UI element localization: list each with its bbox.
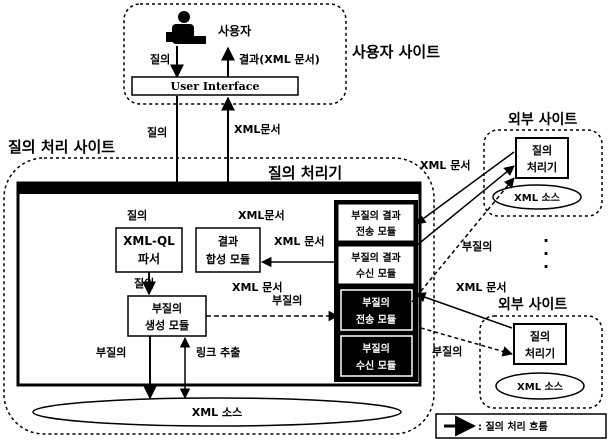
- query-label-parser: 질의: [127, 208, 147, 222]
- module-4-line2: 수신 모듈: [356, 359, 396, 372]
- module-3-line2: 전송 모듈: [356, 313, 396, 326]
- module-1-line1: 부질의 결과: [351, 209, 401, 222]
- processor-title-bar: [18, 183, 420, 194]
- user-interface-label: User Interface: [171, 80, 260, 93]
- ellipsis-dot-2: ·: [543, 244, 549, 263]
- query-processor-label: 질의 처리기: [268, 164, 342, 182]
- xml-source-ellipse: [32, 397, 402, 427]
- subquery-label-down: 부질의: [96, 345, 126, 359]
- result-recv-module: [337, 245, 415, 285]
- ellipsis-dot-1: ·: [543, 231, 549, 250]
- ext-processor-1-box: [515, 137, 569, 179]
- xml-source-label: XML 소스: [192, 406, 243, 419]
- subquery-send-module: [340, 289, 413, 331]
- user-site-region: [123, 3, 347, 105]
- ext-source-1-ellipse: [492, 184, 582, 210]
- edge-subquery-low: 부질의: [432, 344, 462, 358]
- ext-processor-2-line2: 처리기: [525, 346, 555, 360]
- xml-doc-label-synth: XML문서: [238, 208, 285, 222]
- module-3-line1: 부질의: [362, 296, 390, 309]
- xmlql-parser-line1: XML-QL: [123, 234, 175, 248]
- subquery-label-send: 부질의: [272, 293, 302, 307]
- user-site-label: 사용자 사이트: [352, 43, 440, 61]
- subquery-gen-line2: 생성 모듈: [145, 318, 189, 332]
- ext-site-1-region: [483, 129, 603, 217]
- xmlql-parser-box: [115, 227, 183, 273]
- query-site-label: 질의 처리 사이트: [8, 138, 115, 156]
- result-synth-box: [195, 227, 261, 273]
- ext-source-2-label: XML 소스: [517, 381, 563, 393]
- result-label-top: 결과(XML 문서): [239, 52, 320, 66]
- xml-doc-label-recv: XML 문서: [274, 234, 325, 248]
- xml-doc-label-gen: XML 문서: [232, 280, 283, 294]
- query-label-top: 질의: [150, 52, 170, 66]
- user-icon: [166, 11, 206, 44]
- module-1-line2: 전송 모듈: [356, 225, 396, 238]
- ext-source-1-label: XML 소스: [514, 192, 560, 204]
- ext-processor-2-line1: 질의: [530, 329, 550, 343]
- query-label-mid: 질의: [147, 125, 167, 139]
- ext-processor-1-line1: 질의: [532, 143, 552, 157]
- ext-site-1-label: 외부 사이트: [508, 111, 577, 128]
- result-synth-line1: 결과: [218, 234, 238, 248]
- ext-source-2-ellipse: [495, 372, 585, 400]
- ext-processor-1-line2: 처리기: [527, 160, 557, 174]
- query-site-region: [3, 157, 435, 435]
- result-synth-line2: 합성 모듈: [206, 252, 250, 266]
- ext-site-2-region: [479, 315, 603, 409]
- ext-site-2-label: 외부 사이트: [498, 296, 567, 313]
- ext-processor-2-box: [513, 323, 567, 365]
- result-send-module: [337, 203, 415, 242]
- xmlql-parser-line2: 파서: [138, 251, 160, 266]
- legend-label: : 질의 처리 흐름: [478, 420, 548, 433]
- module-2-line2: 수신 모듈: [356, 267, 396, 280]
- xml-doc-label-mid: XML문서: [234, 122, 281, 136]
- module-4-line1: 부질의: [362, 342, 390, 355]
- module-column: [334, 200, 418, 382]
- link-extract-label: 링크 추출: [196, 345, 240, 359]
- subquery-gen-line1: 부질의: [152, 301, 182, 315]
- user-label: 사용자: [218, 23, 251, 38]
- query-label-gen: 질의: [134, 276, 154, 290]
- module-2-line1: 부질의 결과: [351, 251, 401, 264]
- subquery-gen-box: [127, 295, 207, 337]
- user-interface-box: [131, 76, 299, 96]
- ellipsis-dot-3: ·: [543, 257, 549, 276]
- subquery-recv-module: [340, 335, 413, 377]
- edge-xml-doc-mid: XML 문서: [456, 280, 507, 294]
- edge-xml-doc-top: XML 문서: [420, 158, 471, 172]
- edge-subquery-mid: 부질의: [462, 239, 492, 253]
